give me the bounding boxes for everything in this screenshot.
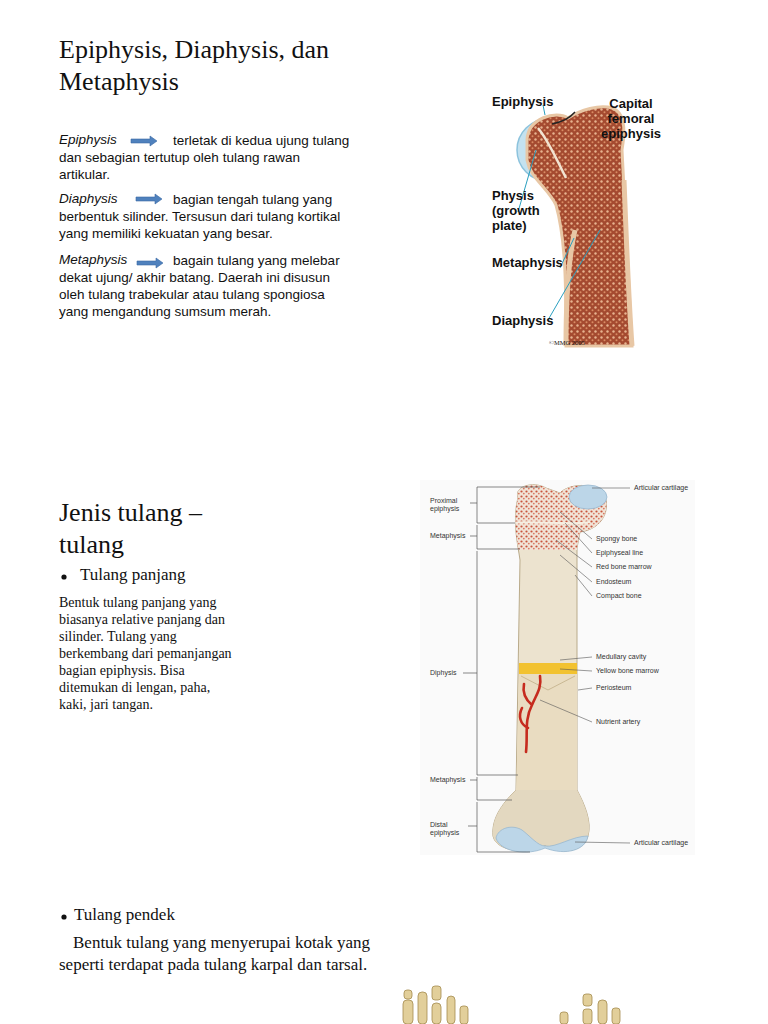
- long-bone-figure: [420, 480, 695, 860]
- part-label: Diaphysis: [492, 313, 553, 329]
- part-label: Distal epiphysis: [430, 821, 468, 837]
- part-label: Physis (growth plate): [492, 188, 562, 233]
- part-label: Red bone marrow: [596, 563, 652, 571]
- body-text: Bentuk tulang panjang yang biasanya rela…: [59, 594, 234, 713]
- part-label: Capital femoral epiphysis: [596, 96, 666, 141]
- part-label: Articular cartilage: [634, 839, 688, 847]
- bullet-item: Tulang panjang: [80, 565, 186, 585]
- part-label: Diphysis: [430, 669, 456, 677]
- part-label: Proximal epiphysis: [430, 497, 470, 513]
- definition-text: bagain tulang yang melebar dekat ujung/ …: [59, 252, 351, 320]
- term: Metaphysis: [59, 252, 127, 268]
- page-heading: Epiphysis, Diaphysis, dan Metaphysis: [59, 34, 389, 98]
- bullet-item: Tulang pendek: [74, 905, 175, 925]
- bullet: [61, 914, 66, 919]
- part-label: Epiphyseal line: [596, 549, 643, 557]
- definition-text: terletak di kedua ujung tulang dan sebag…: [59, 132, 351, 183]
- part-label: Periosteum: [596, 684, 631, 692]
- part-label: Spongy bone: [596, 535, 637, 543]
- small-bones: [403, 986, 620, 1024]
- part-label: Compact bone: [596, 592, 642, 600]
- term: Epiphysis: [59, 132, 117, 148]
- part-label: Yellow bone marrow: [596, 667, 659, 675]
- bullet: [61, 574, 66, 579]
- part-label: Endosteum: [596, 578, 631, 586]
- part-label: Metaphysis: [430, 532, 465, 540]
- section-heading: Jenis tulang – tulang: [59, 497, 259, 561]
- part-label: Epiphysis: [492, 94, 553, 110]
- term: Diaphysis: [59, 191, 118, 207]
- femur-head-figure: [517, 105, 632, 346]
- part-label: Nutrient artery: [596, 718, 640, 726]
- part-label: Metaphysis: [430, 776, 465, 784]
- part-label: Medullary cavity: [596, 653, 646, 661]
- definition-text: bagian tengah tulang yang berbentuk sili…: [59, 191, 351, 242]
- body-text: Bentuk tulang yang menyerupai kotak yang…: [59, 932, 374, 976]
- part-label: Metaphysis: [492, 255, 563, 271]
- copyright-note: ©MMG 2005: [549, 339, 585, 347]
- part-label: Articular cartilage: [634, 484, 688, 492]
